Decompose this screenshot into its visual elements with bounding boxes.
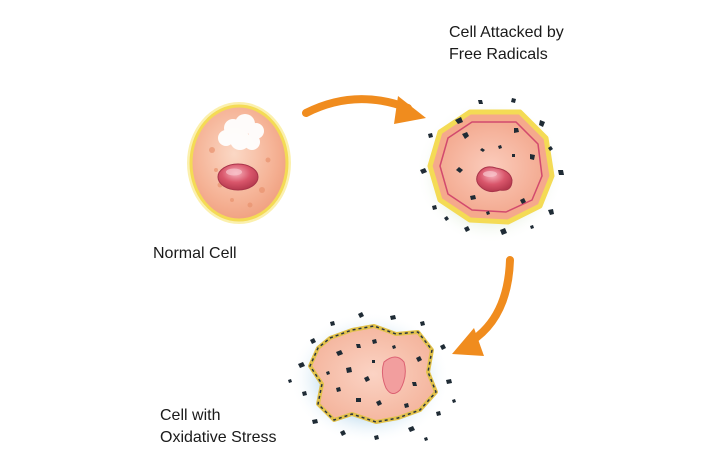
label-cell-attacked: Cell Attacked by Free Radicals bbox=[449, 22, 564, 66]
normal-cell-illustration bbox=[187, 102, 291, 224]
label-cell-attacked-line1: Cell Attacked by bbox=[449, 24, 564, 41]
label-oxidative-stress: Cell with Oxidative Stress bbox=[160, 405, 276, 449]
arrow-normal-to-attacked bbox=[302, 95, 426, 124]
label-oxidative-stress-line2: Oxidative Stress bbox=[160, 429, 277, 446]
label-cell-attacked-line2: Free Radicals bbox=[449, 46, 548, 63]
stress-cell-illustration bbox=[288, 312, 456, 444]
attacked-cell-illustration bbox=[416, 98, 564, 244]
label-oxidative-stress-line1: Cell with bbox=[160, 407, 221, 424]
arrow-attacked-to-stress bbox=[452, 256, 514, 356]
label-normal-cell: Normal Cell bbox=[153, 243, 237, 265]
label-normal-cell-text: Normal Cell bbox=[153, 245, 237, 262]
